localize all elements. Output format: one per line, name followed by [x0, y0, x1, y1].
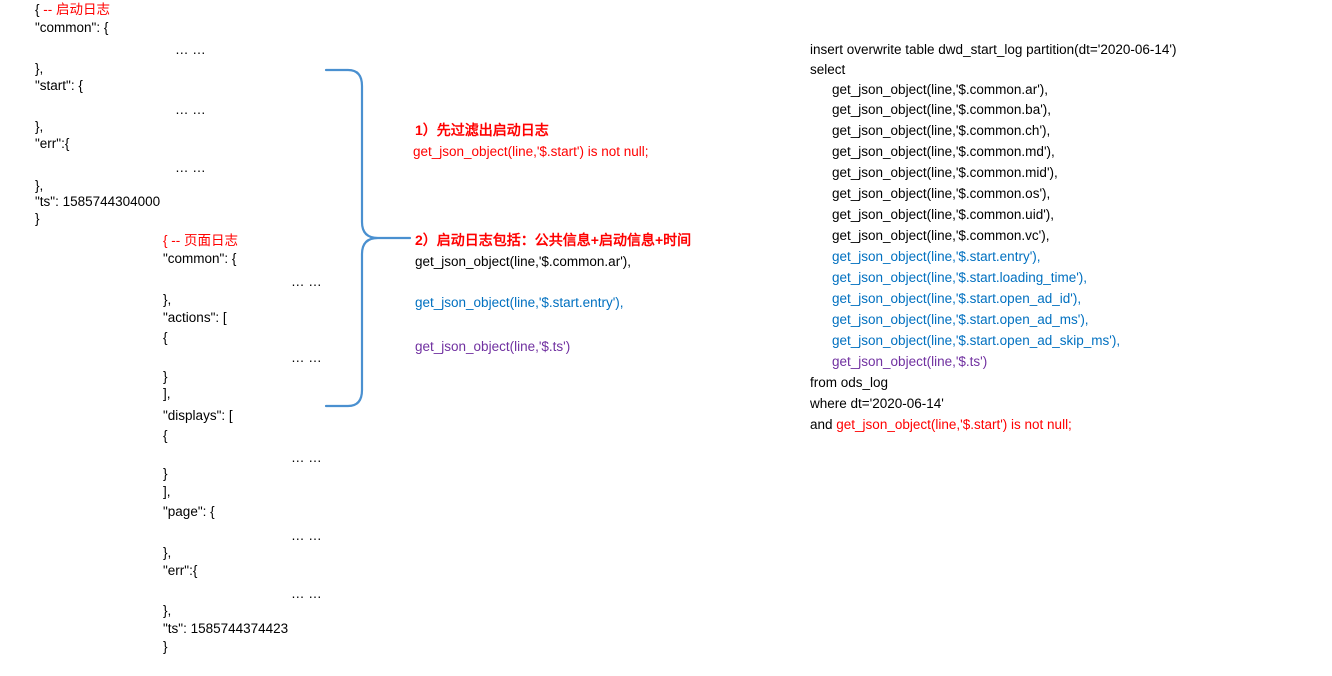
start-log-common-ellipsis: … … — [175, 42, 206, 57]
page-log-actions-obj-close: } — [163, 369, 168, 384]
start-log-open-line: { -- 启动日志 — [35, 2, 110, 18]
sql-common-field: get_json_object(line,'$.common.uid'), — [832, 207, 1055, 222]
sql-start-field: get_json_object(line,'$.start.loading_ti… — [832, 270, 1088, 285]
step2-title: 2）启动日志包括：公共信息+启动信息+时间 — [415, 232, 692, 248]
step2-start: get_json_object(line,'$.start.entry'), — [415, 295, 624, 310]
page-log-displays-ellipsis: … … — [291, 450, 322, 465]
sql-common-field: get_json_object(line,'$.common.ba'), — [832, 102, 1052, 117]
sql-common-field: get_json_object(line,'$.common.vc'), — [832, 228, 1050, 243]
start-log-err-ellipsis: … … — [175, 160, 206, 175]
page-log-common-key: "common": { — [163, 251, 237, 266]
sql-start-field: get_json_object(line,'$.start.open_ad_id… — [832, 291, 1082, 306]
page-log-displays-obj-close: } — [163, 466, 168, 481]
page-log-common-close: }, — [163, 292, 172, 307]
page-log-page-ellipsis: … … — [291, 528, 322, 543]
sql-and-prefix: and — [810, 417, 837, 432]
page-log-err-ellipsis: … … — [291, 586, 322, 601]
page-log-open-brace: { — [163, 233, 168, 248]
page-log-actions-close: ], — [163, 386, 171, 401]
sql-common-field: get_json_object(line,'$.common.ar'), — [832, 82, 1049, 97]
start-log-open-brace: { — [35, 2, 40, 17]
sql-start-field: get_json_object(line,'$.start.entry'), — [832, 249, 1041, 264]
start-log-start-key: "start": { — [35, 78, 83, 93]
page-log-err-key: "err":{ — [163, 563, 198, 578]
page-log-page-close: }, — [163, 545, 172, 560]
page-log-displays-obj-open: { — [163, 428, 168, 443]
start-log-ts: "ts": 1585744304000 — [35, 194, 161, 209]
page-log-displays-close: ], — [163, 484, 171, 499]
start-log-start-ellipsis: … … — [175, 102, 206, 117]
page-log-ts: "ts": 1585744374423 — [163, 621, 289, 636]
sql-insert-line: insert overwrite table dwd_start_log par… — [810, 42, 1177, 57]
page-log-actions-obj-open: { — [163, 330, 168, 345]
start-log-err-key: "err":{ — [35, 136, 70, 151]
page-log-common-ellipsis: … … — [291, 274, 322, 289]
sql-select-line: select — [810, 62, 846, 77]
start-log-start-close: }, — [35, 119, 44, 134]
step1-title: 1）先过滤出启动日志 — [415, 122, 549, 138]
sql-ts-field: get_json_object(line,'$.ts') — [832, 354, 988, 369]
start-log-err-close: }, — [35, 178, 44, 193]
page-log-page-key: "page": { — [163, 504, 215, 519]
start-log-comment: -- 启动日志 — [39, 2, 111, 17]
sql-where-line: where dt='2020-06-14' — [810, 396, 944, 411]
sql-start-field: get_json_object(line,'$.start.open_ad_ms… — [832, 312, 1089, 327]
page-log-err-close: }, — [163, 603, 172, 618]
sql-and-condition: get_json_object(line,'$.start') is not n… — [836, 417, 1072, 432]
sql-common-field: get_json_object(line,'$.common.ch'), — [832, 123, 1051, 138]
sql-start-field: get_json_object(line,'$.start.open_ad_sk… — [832, 333, 1121, 348]
step1-code: get_json_object(line,'$.start') is not n… — [413, 144, 649, 159]
sql-from-line: from ods_log — [810, 375, 889, 390]
sql-common-field: get_json_object(line,'$.common.md'), — [832, 144, 1055, 159]
page-log-close: } — [163, 639, 168, 654]
start-log-close: } — [35, 211, 40, 226]
sql-common-field: get_json_object(line,'$.common.mid'), — [832, 165, 1058, 180]
step2-ts: get_json_object(line,'$.ts') — [415, 339, 571, 354]
sql-common-field: get_json_object(line,'$.common.os'), — [832, 186, 1051, 201]
page-log-displays-key: "displays": [ — [163, 408, 233, 423]
page-log-actions-ellipsis: … … — [291, 350, 322, 365]
page-log-open-line: { -- 页面日志 — [163, 233, 238, 249]
sql-and-line: and get_json_object(line,'$.start') is n… — [810, 417, 1072, 433]
start-log-common-key: "common": { — [35, 20, 109, 35]
page-log-actions-key: "actions": [ — [163, 310, 227, 325]
page-log-comment: -- 页面日志 — [167, 233, 239, 248]
curly-brace-path — [324, 68, 412, 408]
curly-brace — [324, 68, 412, 408]
start-log-common-close: }, — [35, 61, 44, 76]
step2-common: get_json_object(line,'$.common.ar'), — [415, 254, 632, 269]
